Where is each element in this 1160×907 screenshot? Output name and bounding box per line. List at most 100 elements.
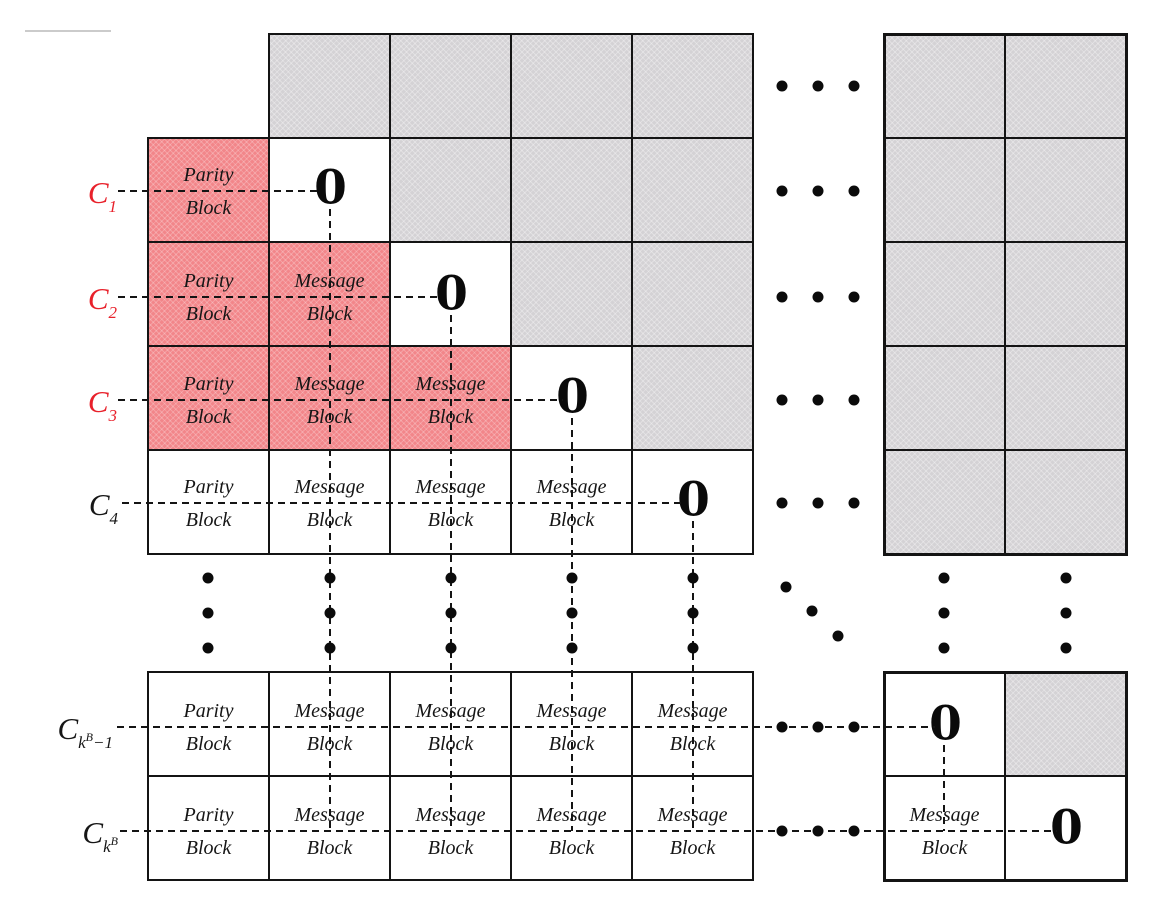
- ellipsis-dot: [812, 185, 824, 197]
- row-label-c4: C4: [0, 489, 118, 527]
- ellipsis-dot: [1060, 607, 1072, 619]
- cell-shaded: [632, 138, 753, 242]
- block-label-line1: Parity: [183, 163, 234, 186]
- ellipsis-dot: [324, 642, 336, 654]
- grid-line: [268, 33, 754, 35]
- row-label-subscript: 3: [109, 406, 118, 425]
- ellipsis-dot: [780, 581, 792, 593]
- zero-glyph: 0: [677, 472, 710, 528]
- ellipsis-dot: [848, 721, 860, 733]
- grid-line: [883, 775, 1127, 777]
- ellipsis-dot: [812, 825, 824, 837]
- ellipsis-dot: [776, 497, 788, 509]
- grid-line: [1125, 33, 1127, 555]
- ellipsis-dot: [812, 394, 824, 406]
- dashed-connector-h: [118, 296, 442, 298]
- dashed-connector-h: [120, 830, 1057, 832]
- cell-shaded: [269, 34, 390, 138]
- block-label-line2: Block: [185, 836, 232, 859]
- cell-shaded: [390, 34, 511, 138]
- ellipsis-dot: [687, 572, 699, 584]
- ellipsis-dot: [687, 607, 699, 619]
- ellipsis-dot: [202, 607, 214, 619]
- ellipsis-dot: [445, 572, 457, 584]
- cell-shaded: [390, 138, 511, 242]
- grid-line: [389, 33, 391, 555]
- ellipsis-dot: [776, 80, 788, 92]
- ellipsis-dot: [848, 497, 860, 509]
- grid-line: [883, 671, 1127, 673]
- dashed-connector-v: [329, 209, 331, 831]
- ellipsis-dot: [812, 291, 824, 303]
- ellipsis-dot: [1060, 572, 1072, 584]
- grid-line: [883, 137, 1127, 139]
- ellipsis-dot: [566, 572, 578, 584]
- block-label-line2: Block: [185, 196, 232, 219]
- row-label-ckb-minus-1: CkB−1: [0, 711, 113, 751]
- ellipsis-dot: [776, 291, 788, 303]
- ellipsis-dot: [812, 497, 824, 509]
- ellipsis-dot: [938, 607, 950, 619]
- cell-shaded: [632, 346, 753, 450]
- block-label-line1: Parity: [183, 372, 234, 395]
- row-label-c1: C1: [0, 177, 117, 215]
- cell-shaded: [1005, 138, 1126, 242]
- cell-shaded: [511, 138, 632, 242]
- cell-shaded: [511, 242, 632, 346]
- zero-glyph: 0: [929, 696, 962, 752]
- ellipsis-dot: [806, 605, 818, 617]
- ellipsis-dot: [324, 572, 336, 584]
- row-label-ckb: CkB: [0, 817, 118, 855]
- grid-line: [147, 241, 754, 243]
- zero-glyph: 0: [1050, 800, 1083, 856]
- grid-line: [631, 33, 633, 555]
- subscript-text: 3: [108, 406, 118, 425]
- ellipsis-dot: [938, 642, 950, 654]
- superscript-text: B: [85, 730, 94, 744]
- row-label-c3: C3: [0, 384, 117, 424]
- row-label-subscript: 1: [109, 197, 118, 216]
- block-label-line2: Block: [669, 836, 716, 859]
- cell-shaded: [884, 138, 1005, 242]
- subscript-tail-text: −1: [93, 733, 113, 752]
- ellipsis-dot: [832, 630, 844, 642]
- row-label-base: C: [57, 711, 79, 746]
- grid-line: [883, 879, 1127, 881]
- block-label-line1: Parity: [183, 803, 234, 826]
- block-label-line2: Block: [921, 836, 968, 859]
- ellipsis-dot: [202, 572, 214, 584]
- row-label-base: C: [87, 384, 109, 419]
- dashed-connector-v: [571, 418, 573, 831]
- cell-shaded: [511, 34, 632, 138]
- cell-shaded: [884, 34, 1005, 138]
- ellipsis-dot: [445, 642, 457, 654]
- row-label-subscript: kB−1: [78, 730, 113, 752]
- grid-line: [883, 33, 1127, 35]
- cell-zero: [1005, 776, 1126, 880]
- dashed-connector-v: [943, 745, 945, 831]
- row-label-subscript: kB: [103, 835, 118, 856]
- grid-line: [883, 449, 1127, 451]
- grid-line: [883, 345, 1127, 347]
- dashed-connector-v: [692, 521, 694, 831]
- ellipsis-dot: [848, 80, 860, 92]
- cell-shaded: [884, 242, 1005, 346]
- cell-shaded: [1005, 34, 1126, 138]
- subscript-text: k: [78, 733, 86, 752]
- grid-line: [147, 879, 754, 881]
- dashed-connector-h: [118, 190, 321, 192]
- cell-shaded: [884, 346, 1005, 450]
- block-label-line1: Parity: [183, 475, 234, 498]
- cell-shaded: [1005, 242, 1126, 346]
- block-label-line1: Parity: [183, 269, 234, 292]
- grid-line: [883, 241, 1127, 243]
- block-label-line2: Block: [185, 732, 232, 755]
- cell-shaded: [884, 450, 1005, 554]
- grid-line: [147, 137, 754, 139]
